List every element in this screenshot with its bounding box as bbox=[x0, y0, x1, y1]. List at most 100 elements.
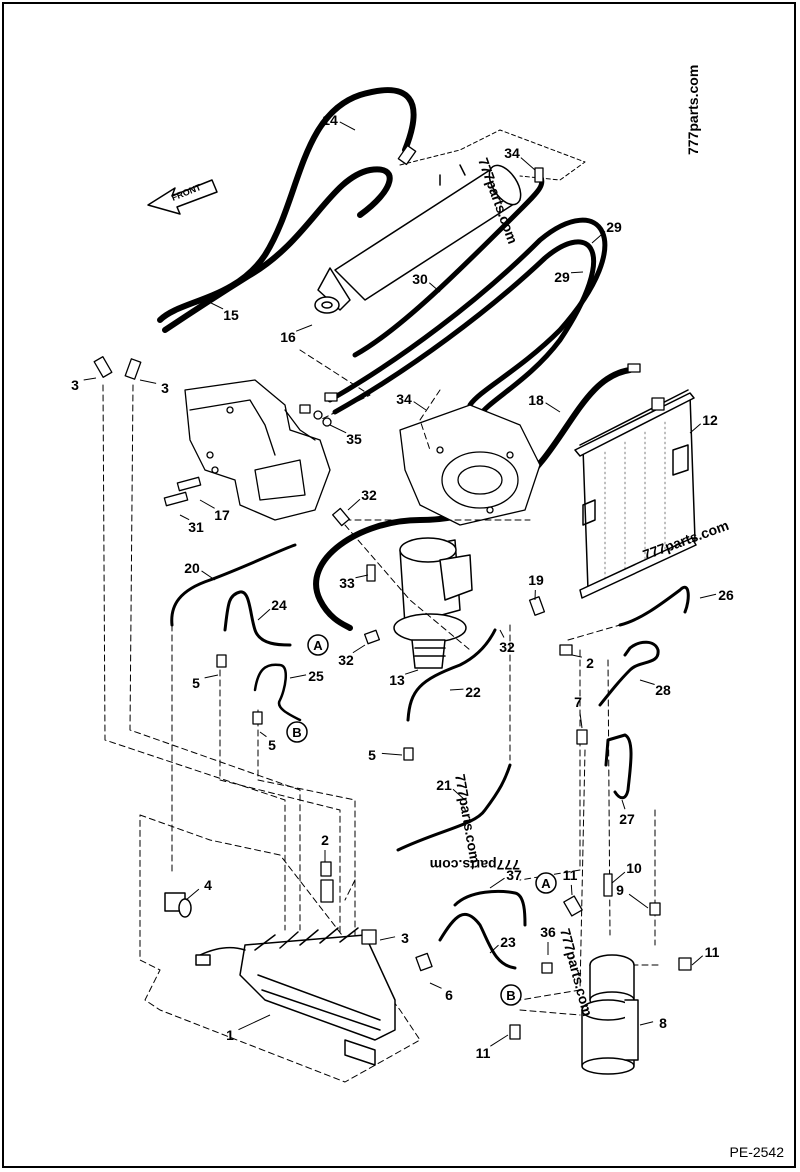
callout-6: 6 bbox=[429, 982, 453, 1003]
hose-18 bbox=[313, 367, 633, 631]
line-20 bbox=[170, 543, 297, 627]
callout-28: 28 bbox=[639, 679, 671, 698]
drawing-code: PE-2542 bbox=[729, 1144, 784, 1160]
callout-23: 23 bbox=[489, 934, 516, 954]
callout-label: 11 bbox=[705, 944, 720, 960]
callout-label: 1 bbox=[226, 1027, 234, 1043]
connector-b: B bbox=[286, 721, 308, 743]
callout-19: 19 bbox=[528, 572, 544, 601]
callout-17: 17 bbox=[199, 499, 230, 523]
callout-label: 29 bbox=[554, 269, 570, 285]
callout-label: 11 bbox=[563, 867, 578, 883]
oil-cooler-12 bbox=[574, 389, 697, 599]
callout-4: 4 bbox=[185, 877, 212, 901]
callout-label: 3 bbox=[71, 377, 79, 393]
callout-label: 14 bbox=[322, 112, 338, 128]
callout-20: 20 bbox=[184, 560, 216, 581]
callout-label: 12 bbox=[702, 412, 718, 428]
callout-label: 36 bbox=[540, 924, 556, 940]
callout-label: 5 bbox=[368, 747, 376, 763]
callout-11: 11 bbox=[476, 1034, 509, 1061]
callout-29: 29 bbox=[554, 269, 584, 285]
callout-11: 11 bbox=[563, 867, 578, 896]
callout-11: 11 bbox=[691, 944, 720, 966]
callout-label: 22 bbox=[465, 684, 481, 700]
connector-label: A bbox=[313, 638, 323, 653]
callout-30: 30 bbox=[412, 271, 441, 293]
callout-15: 15 bbox=[204, 299, 239, 323]
callout-10: 10 bbox=[611, 860, 642, 884]
callout-label: 5 bbox=[192, 675, 200, 691]
callout-32: 32 bbox=[338, 644, 366, 668]
fitting-4 bbox=[164, 892, 192, 918]
hose-15 bbox=[162, 166, 393, 333]
callout-label: 13 bbox=[389, 672, 405, 688]
line-37 bbox=[453, 889, 527, 927]
callout-27: 27 bbox=[619, 799, 635, 827]
callout-12: 12 bbox=[689, 412, 718, 434]
callout-label: 32 bbox=[338, 652, 354, 668]
callout-label: 15 bbox=[223, 307, 239, 323]
cylinder-bracket-dashed bbox=[399, 129, 586, 181]
dashed-leaders bbox=[102, 349, 659, 1083]
callout-33: 33 bbox=[339, 574, 369, 591]
callout-label: 19 bbox=[528, 572, 544, 588]
connector-label: A bbox=[541, 876, 551, 891]
callout-3: 3 bbox=[139, 379, 169, 396]
callout-label: 32 bbox=[361, 487, 377, 503]
callout-label: 9 bbox=[616, 882, 624, 898]
line-23 bbox=[438, 912, 517, 970]
line-28 bbox=[598, 640, 660, 707]
callout-1: 1 bbox=[226, 1014, 271, 1043]
callout-25: 25 bbox=[289, 668, 324, 684]
callout-21: 21 bbox=[436, 777, 466, 801]
callout-label: 7 bbox=[574, 694, 582, 710]
callout-label: 23 bbox=[500, 934, 516, 950]
connector-label: B bbox=[506, 988, 515, 1003]
callout-label: 35 bbox=[346, 431, 362, 447]
callout-label: 18 bbox=[528, 392, 544, 408]
callout-label: 21 bbox=[436, 777, 452, 793]
callout-37: 37 bbox=[489, 867, 522, 889]
callout-label: 29 bbox=[606, 219, 622, 235]
watermark-text: 777parts.com bbox=[430, 857, 520, 873]
swing-frame bbox=[184, 379, 331, 521]
hose-30 bbox=[352, 172, 545, 358]
callout-26: 26 bbox=[699, 587, 734, 603]
callout-label: 31 bbox=[188, 519, 204, 535]
callout-5: 5 bbox=[192, 674, 219, 691]
line-22 bbox=[406, 628, 497, 722]
hose-29-inner bbox=[332, 239, 597, 418]
callout-label: 28 bbox=[655, 682, 671, 698]
callout-label: 32 bbox=[499, 639, 515, 655]
hose-29-outer bbox=[327, 217, 608, 408]
callout-2: 2 bbox=[321, 832, 329, 862]
callout-14: 14 bbox=[322, 112, 356, 131]
callout-label: 33 bbox=[339, 575, 355, 591]
callout-9: 9 bbox=[616, 882, 649, 909]
callout-29: 29 bbox=[591, 219, 622, 244]
connector-a: A bbox=[307, 634, 329, 656]
callout-label: 11 bbox=[476, 1045, 491, 1061]
callout-24: 24 bbox=[257, 597, 287, 621]
connector-label: B bbox=[292, 725, 301, 740]
swing-motor-13 bbox=[393, 537, 473, 669]
callout-label: 30 bbox=[412, 271, 428, 287]
callout-31: 31 bbox=[179, 514, 204, 535]
callout-label: 20 bbox=[184, 560, 200, 576]
callout-label: 3 bbox=[161, 380, 169, 396]
callout-label: 27 bbox=[619, 811, 635, 827]
callout-label: 5 bbox=[268, 737, 276, 753]
callout-5: 5 bbox=[368, 747, 403, 763]
swivel-joint-8 bbox=[581, 954, 639, 1075]
callout-label: 3 bbox=[401, 930, 409, 946]
callout-13: 13 bbox=[389, 669, 419, 688]
callout-35: 35 bbox=[329, 424, 362, 447]
callout-7: 7 bbox=[574, 694, 583, 729]
callout-22: 22 bbox=[449, 684, 481, 700]
watermark-text: 777parts.com bbox=[452, 773, 483, 865]
callout-34: 34 bbox=[504, 145, 536, 171]
